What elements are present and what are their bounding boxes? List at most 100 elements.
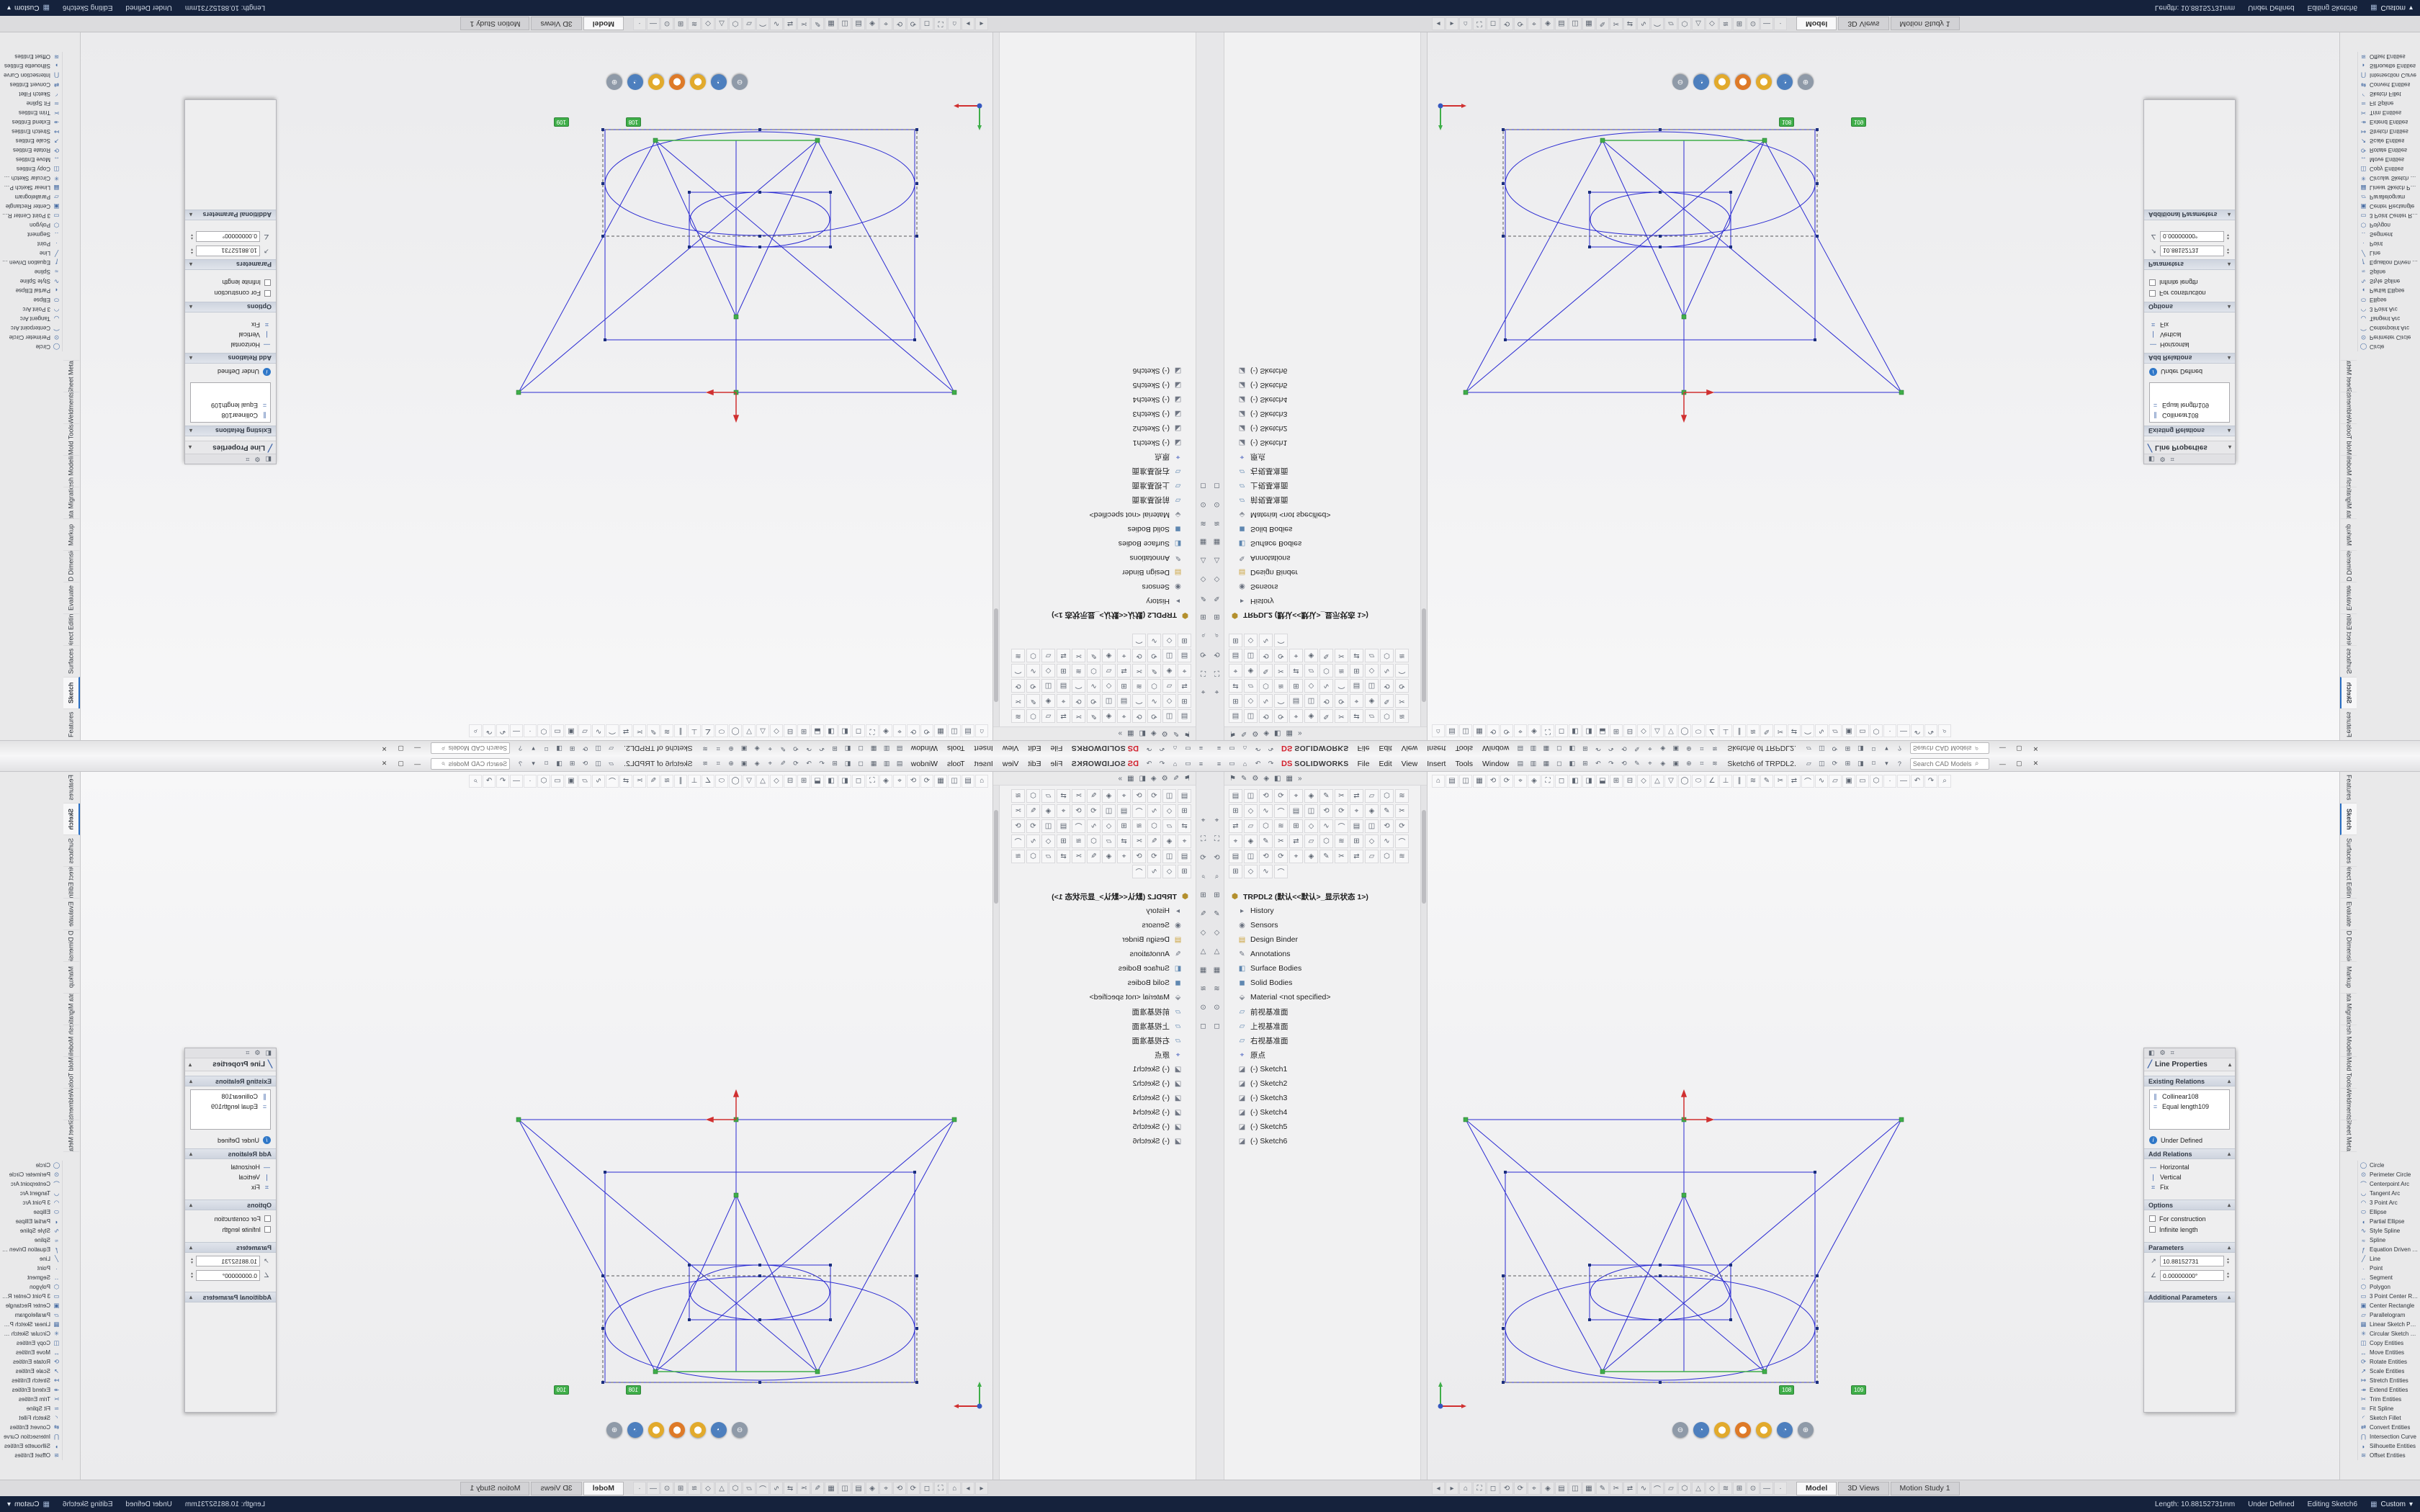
toolbar-icon[interactable]: ⇄ [1289, 834, 1303, 848]
panel-tab-icon[interactable]: » [1118, 774, 1123, 783]
feature-tree-item[interactable]: ◪ (-) Sketch1 [1000, 1062, 1191, 1076]
section-header-add-relations[interactable]: Add Relations ▴ [185, 1148, 276, 1159]
toolbar-icon[interactable]: ◇ [1637, 774, 1650, 788]
feature-tree-item[interactable]: ▱ 上视基准面 [1229, 479, 1420, 493]
sketch-tool[interactable]: · Point [2358, 1264, 2420, 1273]
feature-tree-item[interactable]: ⬙ Material <not specified> [1000, 508, 1191, 522]
property-tab-icon[interactable]: ⌗ [2170, 1049, 2174, 1056]
sketch-tool[interactable]: ⬭ Ellipse [2358, 1207, 2420, 1217]
command-tab[interactable]: MBD Dimensions [63, 930, 80, 962]
view-icon[interactable]: ⊕ [1798, 74, 1814, 90]
sketch-tool[interactable]: ‥ Segment [2358, 1273, 2420, 1282]
toolbar-icon[interactable]: ✎ [1319, 649, 1333, 662]
quick-access-icon[interactable]: ◻ [1556, 745, 1562, 752]
menu-item[interactable]: Insert [974, 744, 993, 753]
toolbar-icon[interactable]: ≋ [1132, 819, 1146, 833]
toolbar-icon[interactable]: ⌒ [606, 774, 619, 788]
toolbar-icon[interactable]: ▤ [1350, 679, 1363, 693]
toolbar-icon[interactable]: ⟳ [1500, 774, 1513, 788]
toolbar-icon[interactable]: ✎ [1259, 664, 1273, 678]
add-relation-button[interactable]: ❘ Vertical [2149, 330, 2230, 340]
option-checkbox[interactable]: Infinite length [190, 277, 271, 288]
toolbar-icon[interactable]: ⇄ [1788, 724, 1801, 738]
option-checkbox[interactable]: Infinite length [190, 1224, 271, 1235]
view-icon[interactable]: ⊕ [606, 1422, 622, 1438]
toolbar-icon[interactable]: ≋ [1274, 819, 1288, 833]
feature-tree-item[interactable]: ⌖ 原点 [1000, 1048, 1191, 1062]
menubar-icon[interactable]: ▭ [1229, 760, 1235, 767]
toolbar-icon[interactable]: ⟲ [1259, 649, 1273, 662]
option-checkbox[interactable]: For construction [2149, 288, 2230, 299]
toolbar-icon[interactable]: ⌒ [1132, 865, 1146, 878]
toolbar-icon[interactable]: ◧ [838, 724, 851, 738]
toolbar-icon[interactable]: ▤ [1229, 709, 1242, 723]
sketch-diagonal-2[interactable] [1602, 1119, 1902, 1372]
menu-item[interactable]: Window [1482, 744, 1510, 753]
toolbar-icon[interactable]: ⌒ [1274, 865, 1288, 878]
command-tab[interactable]: Features [63, 772, 80, 804]
toolbar-icon[interactable]: ◫ [1162, 850, 1176, 863]
sketch-tool[interactable]: ▣ Center Rectangle [0, 202, 62, 211]
toolbar-icon[interactable]: ∿ [1815, 774, 1828, 788]
toolbar-icon[interactable]: ⌖ [1289, 789, 1303, 803]
panel-tab-icon[interactable]: ◧ [1274, 774, 1281, 783]
quick-access-icon[interactable]: ⊕ [1686, 760, 1692, 767]
menubar-icon[interactable]: ↶ [1255, 745, 1261, 752]
toolbar-icon[interactable]: ⟲ [1319, 694, 1333, 708]
command-tab[interactable]: Evaluate [63, 899, 80, 930]
quick-access-icon[interactable]: ⟲ [1621, 745, 1627, 752]
toolbar-icon[interactable]: ⬓ [1596, 724, 1609, 738]
spinner-icon[interactable]: ▲▼ [2226, 233, 2230, 241]
feature-tree-item[interactable]: ▸ History [1000, 904, 1191, 918]
toolbar-icon[interactable]: ⌕ [1201, 631, 1206, 639]
section-header-options[interactable]: Options ▴ [185, 302, 276, 312]
sketch-tool[interactable]: ‥ Segment [0, 230, 62, 239]
quick-access-icon[interactable]: ✎ [1634, 745, 1640, 752]
menubar-icon[interactable]: ↷ [1146, 760, 1152, 767]
sketch-diagonal-1[interactable] [1465, 1119, 1765, 1372]
toolbar-icon[interactable]: ✎ [1087, 789, 1101, 803]
toolbar-icon[interactable]: ∿ [1380, 664, 1394, 678]
toolbar-icon[interactable]: ⟲ [1147, 789, 1161, 803]
toolbar-icon[interactable]: ⇄ [1117, 834, 1131, 848]
toolbar-icon[interactable]: ◫ [1569, 1482, 1582, 1495]
feature-tree-item[interactable]: ◪ (-) Sketch3 [1229, 407, 1420, 421]
toolbar-icon[interactable]: ∿ [1147, 865, 1161, 878]
panel-tab-icon[interactable]: ⚙ [1161, 729, 1168, 738]
command-tab[interactable]: Mesh Modeling [2340, 1025, 2357, 1057]
panel-tab-icon[interactable]: ◧ [1139, 774, 1146, 783]
toolbar-icon[interactable]: ⬭ [1692, 724, 1705, 738]
toolbar-icon[interactable]: ✂ [1774, 724, 1787, 738]
toolbar-icon[interactable]: ▭ [1856, 724, 1869, 738]
toolbar-icon[interactable]: ✎ [1380, 694, 1394, 708]
custom-view-selector[interactable]: ▦ Custom ▾ [2370, 1500, 2413, 1508]
toolbar-icon[interactable]: ∠ [1706, 724, 1718, 738]
minimize-button[interactable]: — [414, 760, 421, 768]
toolbar-icon[interactable]: ⟲ [1259, 709, 1273, 723]
toolbar-icon[interactable]: ◇ [1200, 575, 1206, 583]
parameter-field[interactable]: ∠ 0.00000000° ▲▼ [2149, 231, 2230, 242]
toolbar-icon[interactable]: ⌒ [756, 17, 769, 30]
panel-tab-icon[interactable]: ▦ [1127, 774, 1134, 783]
toolbar-icon[interactable]: ⌂ [948, 17, 961, 30]
toolbar-icon[interactable]: ⬡ [537, 724, 550, 738]
toolbar-icon[interactable]: ≋ [1274, 679, 1288, 693]
toolbar-icon[interactable]: ⌖ [893, 774, 906, 788]
menubar-tool-icon[interactable]: ◨ [1857, 745, 1864, 752]
menubar-tool-icon[interactable]: ▾ [1885, 760, 1888, 767]
quick-access-icon[interactable]: ▥ [1530, 745, 1537, 752]
sketch-tool[interactable]: ▭ 3 Point Center Rectangle [0, 1292, 62, 1301]
toolbar-icon[interactable]: ▣ [565, 724, 578, 738]
toolbar-icon[interactable]: ∿ [592, 724, 605, 738]
menubar-icon[interactable]: ▭ [1185, 745, 1191, 752]
search-icon[interactable]: ⌕ [1974, 744, 1979, 752]
toolbar-icon[interactable]: ⊞ [1289, 819, 1303, 833]
sketch-tool[interactable]: ▦ Linear Sketch Pattern [2358, 183, 2420, 192]
toolbar-icon[interactable]: ⌖ [1201, 816, 1206, 824]
tree-scrollbar[interactable] [1420, 786, 1427, 1480]
section-header-existing-relations[interactable]: Existing Relations ▴ [2144, 426, 2235, 436]
toolbar-icon[interactable]: ∿ [1815, 724, 1828, 738]
toolbar-icon[interactable]: ✎ [1200, 594, 1206, 602]
menubar-tool-icon[interactable]: ⌑ [544, 760, 548, 767]
parameter-field[interactable]: ↗ 10.88152731 ▲▼ [2149, 1256, 2230, 1266]
